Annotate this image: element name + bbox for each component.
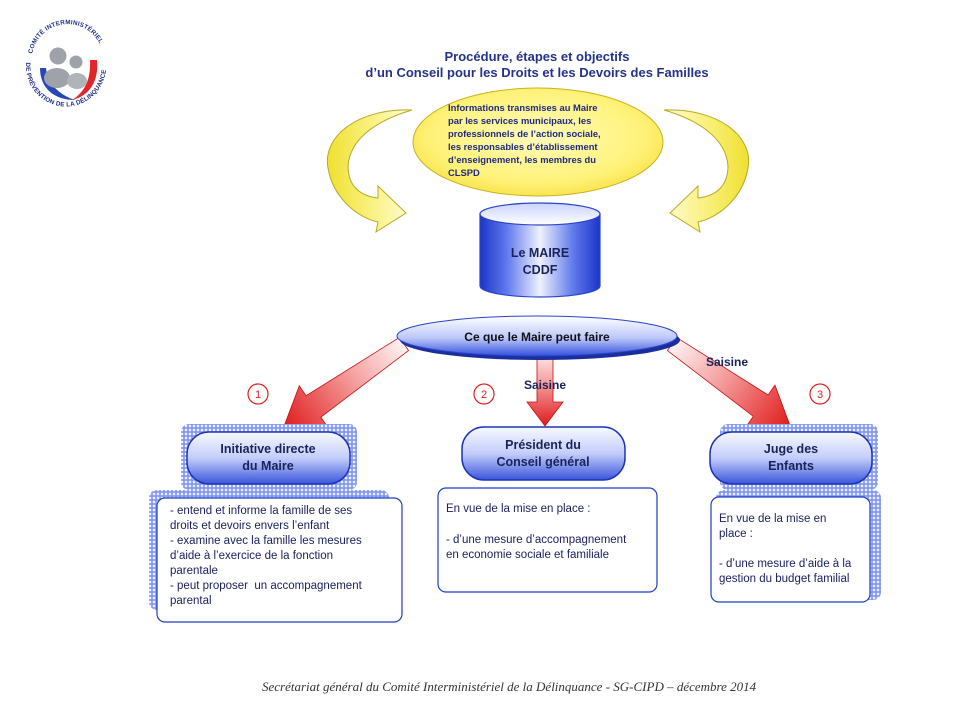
footer-credit: Secrétariat général du Comité Interminis… [262,679,757,694]
step-badge-3: 3 [809,383,831,405]
branch-title-line-1: Juge des [764,442,818,456]
branch-juge-enfants: Juge des Enfants En vue de la mise en pl… [709,424,881,603]
branch-title-line-2: du Maire [242,459,293,473]
logo-text-top: COMITÉ INTERMINISTÉRIEL [27,19,104,54]
information-line: Informations transmises au Maire [448,102,598,113]
branch-detail-box [156,497,403,623]
logo-text-top-path: COMITÉ INTERMINISTÉRIEL [27,19,104,54]
branch-title-box [186,431,351,485]
maire-label-line-2: CDDF [523,263,558,277]
branch-title-line-2: Conseil général [496,455,589,469]
detail-line: - peut proposer un accompagnement [170,580,363,592]
cylinder-body [479,213,601,298]
arrow-to-initiative-directe [283,336,410,428]
information-line: professionnels de l’action sociale, [448,128,601,139]
logo-seal: COMITÉ INTERMINISTÉRIEL DE PRÉVENTION DE… [24,19,108,108]
cycle-arrow-left [326,109,413,234]
maire-cylinder: Le MAIRE CDDF [479,202,601,298]
branch-title-line-1: Initiative directe [220,442,315,456]
branch-title-box [709,431,873,485]
information-line: CLSPD [448,167,480,178]
family-seal-icon [40,47,98,100]
detail-line: en economie sociale et familiale [446,549,609,561]
branch-detail-box [710,496,871,603]
detail-line: - d’une mesure d’accompagnement [446,534,627,546]
detail-line: En vue de la mise en [719,513,826,525]
branch-title-box [461,426,626,481]
actions-label: Ce que le Maire peut faire [464,330,610,344]
detail-line: En vue de la mise en place : [446,503,590,515]
branch-detail-box [437,487,658,593]
branch-initiative-directe: Initiative directe du Maire - entend et … [149,424,403,623]
information-bubble: Informations transmises au Maire par les… [412,87,664,197]
step-number: 3 [817,389,823,401]
detail-line: - d’une mesure d’aide à la [719,558,852,570]
branch-president-conseil: Président du Conseil général En vue de l… [437,426,658,593]
saisine-label-center: Saisine [524,378,566,392]
detail-line: d’aide à l’exercice de la fonction [170,550,333,562]
branch-title-line-2: Enfants [768,459,814,473]
step-badge-1: 1 [247,383,269,405]
detail-line: parental [170,595,212,607]
detail-line: place : [719,528,753,540]
step-number: 2 [481,389,487,401]
maire-label-line-1: Le MAIRE [511,246,569,260]
information-ellipse [412,87,664,197]
detail-line: - entend et informe la famille de ses [170,505,352,517]
cylinder-top [479,202,601,226]
saisine-label-right: Saisine [706,355,748,369]
branch-title-line-1: Président du [505,438,581,452]
actions-bubble: Ce que le Maire peut faire [396,315,680,360]
title-line-1: Procédure, étapes et objectifs [445,49,630,64]
detail-line: - examine avec la famille les mesures [170,535,362,547]
information-line: d’enseignement, les membres du [448,154,596,165]
information-line: les responsables d’établissement [448,141,598,152]
actions-ellipse [396,315,678,357]
detail-line: droits et devoirs envers l’enfant [170,520,330,532]
step-number: 1 [255,389,261,401]
detail-line: parentale [170,565,218,577]
cycle-arrow-right [663,109,750,234]
title-line-2: d’un Conseil pour les Droits et les Devo… [365,65,708,80]
step-badge-2: 2 [473,383,495,405]
information-line: par les services municipaux, les [448,115,591,126]
detail-line: gestion du budget familial [719,573,849,585]
